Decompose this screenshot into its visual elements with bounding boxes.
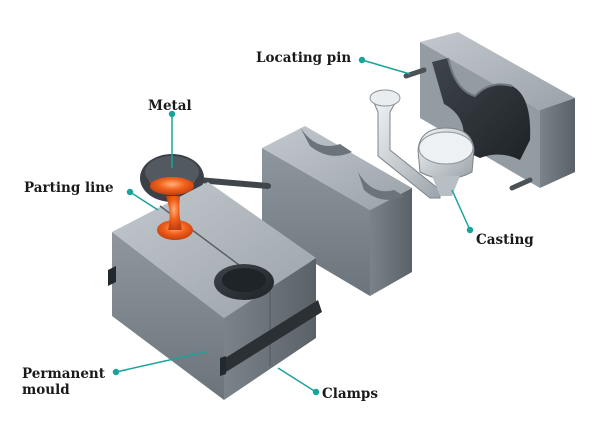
label-permanent-mould-line2: mould [22,382,70,398]
leader-lines [112,56,474,396]
label-permanent-mould-line1: Permanent [22,366,105,382]
label-parting-line: Parting line [24,180,114,196]
label-metal: Metal [148,98,192,114]
label-casting: Casting [476,232,534,248]
label-clamps: Clamps [322,386,378,402]
casting-part [369,89,475,199]
locating-pins [403,67,533,191]
label-locating-pin: Locating pin [256,50,352,66]
middle-mould-half [262,126,412,296]
ladle [140,154,271,202]
left-mould-assembly [108,182,322,400]
right-mould-half [420,32,575,188]
